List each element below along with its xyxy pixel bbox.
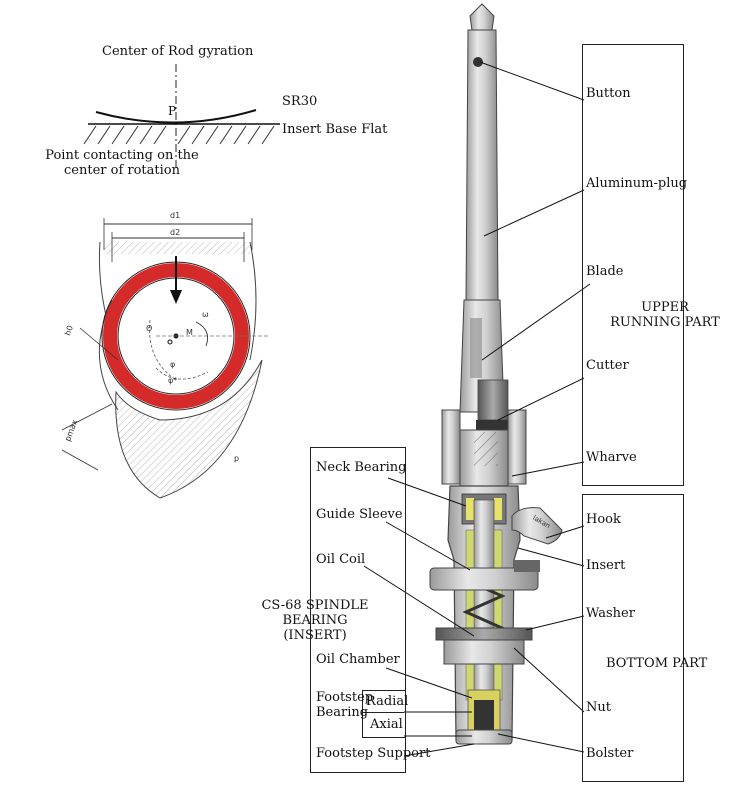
- center-of-rod-gyration-label: Center of Rod gyration: [102, 44, 254, 59]
- rod-gyration-diagram: [83, 64, 280, 168]
- p-pressure-label: p: [234, 454, 240, 463]
- bolster: [455, 729, 513, 745]
- m-label: M: [186, 328, 193, 337]
- cs68-spindle-bearing-title: CS-68 SPINDLE BEARING (INSERT): [261, 598, 369, 643]
- phi-label: φ: [170, 360, 176, 369]
- omega-label: ω: [202, 310, 209, 319]
- insert-base-flat-label: Insert Base Flat: [282, 122, 388, 137]
- button-label: Button: [586, 86, 631, 101]
- aluminum-plug: [465, 29, 499, 301]
- base-hatching: [83, 125, 275, 145]
- oil-chamber-label: Oil Chamber: [316, 652, 400, 667]
- wharve-label: Wharve: [586, 450, 637, 465]
- washer-label: Washer: [586, 606, 635, 621]
- footstep-bearing-label: Footstep Bearing: [316, 690, 374, 720]
- footstep-support-label: Footstep Support: [316, 746, 431, 761]
- d2-label: d2: [170, 228, 181, 237]
- insert-label: Insert: [586, 558, 626, 573]
- nut-label: Nut: [586, 700, 611, 715]
- upper-part-box: [582, 44, 684, 486]
- oil-coil-label: Oil Coil: [316, 552, 366, 567]
- sr30-label: SR30: [282, 94, 318, 109]
- phi-star-label: φ*: [168, 376, 178, 385]
- cutter-label: Cutter: [586, 358, 629, 373]
- aluminum-plug-label: Aluminum-plug: [586, 176, 688, 191]
- radial-label: Radial: [366, 694, 409, 709]
- bolster-label: Bolster: [586, 746, 634, 761]
- washer: [435, 627, 533, 641]
- d1-label: d1: [170, 211, 181, 220]
- radial-axial-box: [362, 690, 406, 738]
- cs68-insert-box: [310, 447, 406, 773]
- nut: [443, 639, 525, 665]
- bottom-part-title: BOTTOM PART: [606, 656, 708, 671]
- guide-sleeve-label: Guide Sleeve: [316, 507, 403, 522]
- blade-label: Blade: [586, 264, 624, 279]
- bottom-part-box: [582, 494, 684, 782]
- sr30-curve: [95, 109, 257, 124]
- hook-label: Hook: [586, 512, 621, 527]
- leader-lines: [363, 61, 591, 757]
- load-arrow: [170, 290, 182, 304]
- cutter: [476, 420, 508, 432]
- spindle-illustration: [429, 3, 563, 745]
- pressure-distribution: [115, 359, 263, 499]
- p-label: P: [168, 104, 177, 118]
- hook: [511, 507, 563, 545]
- axial-label: Axial: [370, 717, 403, 732]
- button: [473, 57, 483, 67]
- neck-bearing-label: Neck Bearing: [316, 460, 407, 475]
- theta-label: Θ: [146, 324, 153, 333]
- point-contacting-label: Point contacting on the center of rotati…: [45, 148, 199, 178]
- bearing-pressure-diagram: [61, 218, 268, 499]
- upper-running-part-title: UPPER RUNNING PART: [610, 300, 720, 330]
- radial-axial-divider: [362, 712, 404, 713]
